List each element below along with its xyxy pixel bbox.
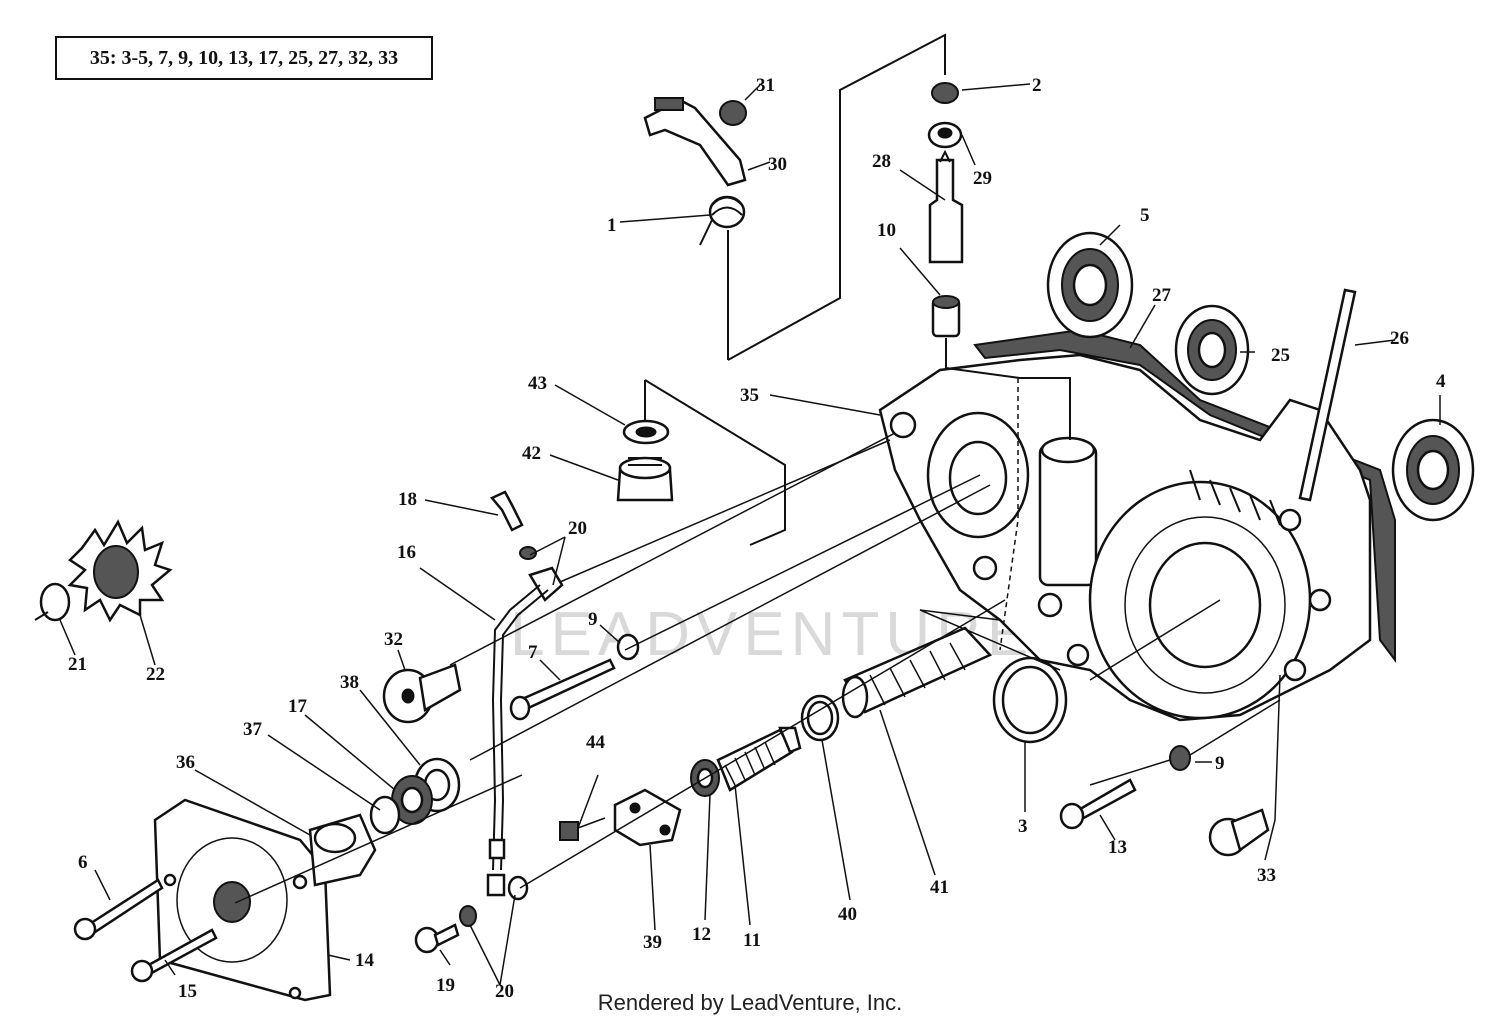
seal-3 — [992, 656, 1068, 744]
callout-32: 32 — [384, 629, 403, 650]
callout-39: 39 — [643, 932, 662, 953]
callout-18: 18 — [398, 489, 417, 510]
bolt-19 — [414, 923, 460, 954]
callout-42: 42 — [522, 443, 541, 464]
bolt-6 — [73, 878, 164, 941]
bearing-17 — [391, 775, 433, 825]
footer-credit: Rendered by LeadVenture, Inc. — [597, 990, 903, 1015]
kit-legend-text: 35: 3-5, 7, 9, 10, 13, 17, 25, 27, 32, 3… — [89, 46, 399, 69]
plug-33 — [1208, 808, 1270, 857]
callout-6: 6 — [78, 852, 88, 873]
bolt-13 — [1059, 778, 1137, 830]
dipstick-rod-26 — [1298, 288, 1357, 502]
callout-19: 19 — [436, 975, 455, 996]
bushing-10 — [931, 295, 961, 338]
washer-9-left — [616, 633, 640, 661]
nut-31 — [719, 100, 747, 126]
worm-shaft-11 — [716, 726, 802, 792]
callout-14: 14 — [355, 950, 375, 971]
tube-16 — [486, 584, 549, 897]
callout-38: 38 — [340, 672, 359, 693]
callout-29: 29 — [973, 168, 992, 189]
spring-1 — [699, 195, 746, 246]
callout-20-lower: 20 — [495, 981, 514, 1002]
washer-43 — [622, 419, 670, 445]
bolt-18 — [489, 490, 524, 532]
callout-13: 13 — [1108, 837, 1127, 858]
washer-29 — [927, 121, 963, 149]
callout-16: 16 — [397, 542, 416, 563]
fitting-20-upper — [519, 546, 564, 602]
bolt-15 — [130, 928, 218, 983]
o-ring-40 — [800, 694, 840, 742]
sleeve-41 — [841, 626, 993, 719]
callout-36: 36 — [176, 752, 195, 773]
callout-21: 21 — [68, 654, 87, 675]
shift-lever-30 — [643, 97, 747, 187]
callout-22: 22 — [146, 664, 165, 685]
callout-1: 1 — [607, 215, 617, 236]
bearing-4 — [1391, 418, 1475, 522]
callout-15: 15 — [178, 981, 197, 1002]
bolt-44 — [559, 817, 606, 841]
callout-3: 3 — [1018, 816, 1028, 837]
callout-44: 44 — [586, 732, 606, 753]
plug-42 — [616, 456, 674, 502]
callout-28: 28 — [872, 151, 891, 172]
callout-4: 4 — [1436, 371, 1446, 392]
callout-9-right: 9 — [1215, 753, 1225, 774]
leader-lines — [59, 33, 1441, 986]
plate-39 — [613, 788, 682, 847]
callout-27: 27 — [1152, 285, 1172, 306]
callout-17: 17 — [288, 696, 308, 717]
callout-33: 33 — [1257, 865, 1276, 886]
kit-legend-box: 35: 3-5, 7, 9, 10, 13, 17, 25, 27, 32, 3… — [55, 36, 433, 80]
callout-43: 43 — [528, 373, 547, 394]
bearing-5 — [1046, 231, 1134, 339]
callout-30: 30 — [768, 154, 787, 175]
callout-35: 35 — [740, 385, 759, 406]
callout-7: 7 — [528, 642, 538, 663]
shaft-28 — [928, 149, 964, 264]
callout-9-left: 9 — [588, 609, 598, 630]
washer-9-right — [1169, 745, 1191, 771]
callout-2: 2 — [1032, 75, 1042, 96]
callout-37: 37 — [243, 719, 263, 740]
nut-2 — [931, 82, 959, 104]
callout-25: 25 — [1271, 345, 1290, 366]
callout-40: 40 — [838, 904, 857, 925]
callout-26: 26 — [1390, 328, 1409, 349]
transmission-housing — [878, 328, 1396, 722]
callout-41: 41 — [930, 877, 949, 898]
callout-12: 12 — [692, 924, 711, 945]
callout-31: 31 — [756, 75, 775, 96]
snap-ring-21 — [34, 582, 71, 622]
callout-10: 10 — [877, 220, 896, 241]
bearing-25 — [1174, 304, 1250, 396]
bolt-7 — [509, 658, 616, 721]
sprocket-22 — [67, 519, 173, 623]
callout-5: 5 — [1140, 205, 1150, 226]
callout-labels: 2 29 28 10 5 27 25 26 4 35 31 30 1 43 42… — [68, 75, 1446, 1002]
washers-20-lower — [459, 875, 529, 927]
boss-36 — [308, 813, 377, 887]
callout-11: 11 — [743, 930, 761, 951]
ring-37 — [369, 795, 401, 835]
callout-20-upper: 20 — [568, 518, 587, 539]
spacer-32 — [382, 663, 462, 724]
